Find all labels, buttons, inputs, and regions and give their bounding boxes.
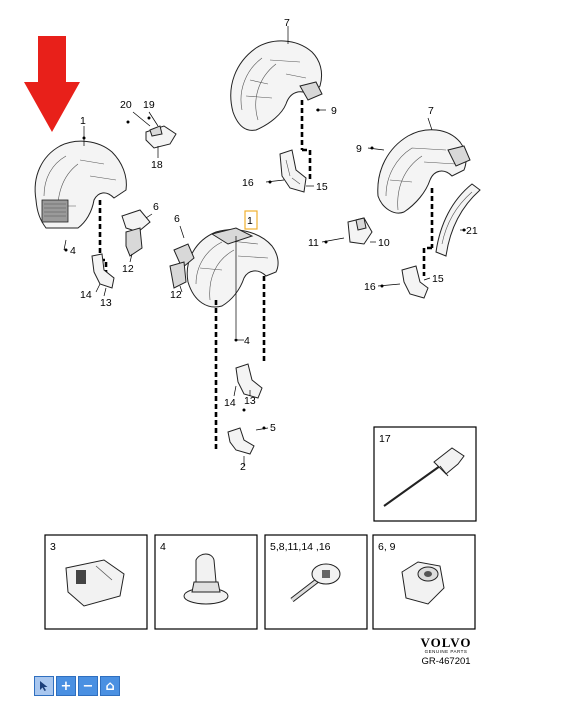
assembly-line-right (422, 188, 434, 276)
callout-10: 10 (378, 237, 390, 249)
detail-box-4-label: 4 (160, 541, 166, 553)
callout-15-top: 15 (316, 181, 328, 193)
callout-11: 11 (308, 237, 319, 249)
callout-14-center: 14 (224, 397, 236, 409)
callout-2: 2 (240, 461, 246, 473)
callout-21: 21 (466, 225, 478, 237)
zoom-in-button[interactable]: + (56, 676, 76, 696)
detail-box-17-label: 17 (379, 433, 391, 445)
mud-flap-center[interactable] (235, 363, 263, 399)
callout-6-center: 6 (174, 213, 180, 225)
callout-13-center: 13 (244, 395, 256, 407)
viewer-toolbar: + − ⌂ (34, 676, 120, 696)
callout-12-center: 12 (170, 289, 182, 301)
callout-4-center: 4 (244, 335, 250, 347)
callout-16-right: 16 (364, 281, 376, 293)
callout-18: 18 (151, 159, 163, 171)
fender-liner-right[interactable] (377, 129, 471, 214)
home-button[interactable]: ⌂ (100, 676, 120, 696)
detail-box-screw: 5,8,11,14 ,16 (264, 534, 368, 630)
selected-part-highlight (244, 210, 258, 230)
detail-box-69: 6, 9 (372, 534, 476, 630)
callout-6-left: 6 (153, 201, 159, 213)
callout-13-left: 13 (100, 297, 112, 309)
volvo-logo: VOLVO GENUINE PARTS (414, 636, 478, 655)
callout-4-left: 4 (70, 245, 76, 257)
brand-name: VOLVO (420, 635, 472, 650)
fender-liner-center[interactable] (186, 227, 279, 308)
cursor-icon[interactable] (34, 676, 54, 696)
callout-1-center: 1 (247, 215, 253, 227)
callout-1-left: 1 (80, 115, 86, 127)
detail-box-69-label: 6, 9 (378, 541, 396, 553)
detail-box-4: 4 (154, 534, 258, 630)
diagram-reference: GR-467201 (421, 656, 471, 667)
callout-20: 20 (120, 99, 132, 111)
mud-flap-top[interactable] (279, 149, 307, 193)
mud-flap-10[interactable] (347, 217, 373, 245)
trim-strip-21[interactable] (435, 183, 481, 257)
callout-9-top: 9 (331, 105, 337, 117)
detail-box-3-label: 3 (50, 541, 56, 553)
expansion-nut-icon (401, 561, 445, 605)
brand-subtitle: GENUINE PARTS (424, 649, 468, 654)
mud-flap-left[interactable] (91, 253, 115, 289)
detail-box-3: 3 (44, 534, 148, 630)
torx-screw-icon (290, 563, 341, 602)
callout-16-top: 16 (242, 177, 254, 189)
callout-14-left: 14 (80, 289, 92, 301)
callout-9-right: 9 (356, 143, 362, 155)
callout-12-left: 12 (122, 263, 134, 275)
bracket-left-6[interactable] (121, 209, 151, 233)
detail-box-screw-label: 5,8,11,14 ,16 (270, 541, 331, 553)
mud-flap-lower[interactable] (227, 427, 255, 455)
callout-7-right: 7 (428, 105, 434, 117)
push-clip-icon (183, 553, 229, 605)
assembly-line-top (300, 100, 312, 180)
detail-box-17: 17 (373, 426, 477, 522)
zoom-out-button[interactable]: − (78, 676, 98, 696)
mud-flap-right[interactable] (401, 265, 429, 299)
callout-19: 19 (143, 99, 155, 111)
bracket-center-12[interactable] (169, 261, 187, 289)
bracket-center-6[interactable] (173, 243, 195, 269)
rivet-icon (383, 465, 441, 507)
callout-5: 5 (270, 422, 276, 434)
clip-18[interactable] (145, 125, 177, 149)
leader-dots (64, 108, 466, 430)
fender-liner-top[interactable] (230, 40, 323, 131)
callout-7-top: 7 (284, 17, 290, 29)
bracket-left-12[interactable] (125, 227, 143, 257)
indicator-arrow (24, 36, 80, 132)
fender-liner-left[interactable] (34, 140, 127, 229)
callout-15-right: 15 (432, 273, 444, 285)
